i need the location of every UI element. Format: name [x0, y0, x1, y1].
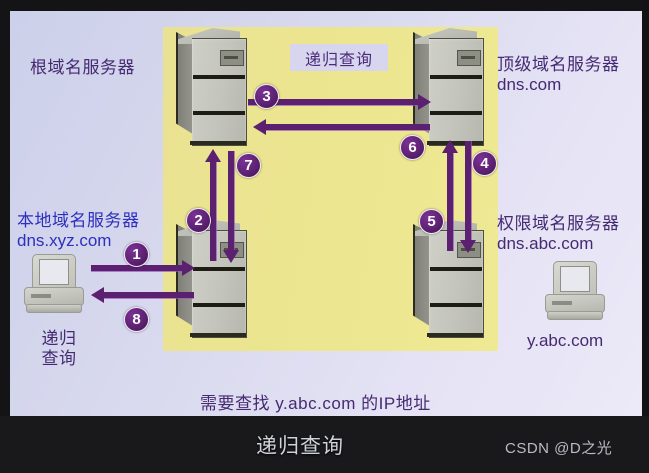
client-host-label-line2: 查询 — [41, 348, 77, 368]
tld-server-name: 顶级域名服务器 — [497, 55, 620, 74]
authoritative-server-name: 权限域名服务器 — [497, 214, 620, 233]
server-side-face — [413, 224, 433, 328]
computer-stand — [547, 311, 603, 320]
server-bay-divider — [193, 267, 245, 271]
target-host-domain: y.abc.com — [527, 331, 604, 350]
slide-canvas: 递归查询 — [10, 11, 642, 416]
authoritative-server-domain: dns.abc.com — [497, 233, 594, 253]
root-server-name: 根域名服务器 — [30, 58, 135, 77]
client-host-icon — [22, 254, 84, 316]
server-base-shadow — [190, 333, 246, 337]
server-bay-divider — [430, 75, 482, 79]
arrow-step-5-line — [447, 151, 453, 251]
server-bay-divider — [430, 267, 482, 271]
step-badge-8: 8 — [124, 307, 149, 332]
server-bay-divider — [193, 75, 245, 79]
arrow-step-6-line — [266, 124, 430, 130]
server-led-panel — [220, 50, 244, 66]
screen-frame-top — [0, 0, 649, 12]
step-badge-6: 6 — [400, 135, 425, 160]
client-host-label: 递归 查询 — [28, 329, 90, 368]
arrow-step-1-line — [91, 265, 183, 271]
recursive-query-badge: 递归查询 — [290, 44, 388, 71]
step-badge-4: 4 — [472, 151, 497, 176]
server-bay-divider — [193, 111, 245, 115]
server-bay-divider — [430, 303, 482, 307]
csdn-watermark: CSDN @D之光 — [505, 440, 613, 457]
server-base-shadow — [427, 333, 483, 337]
step-badge-7: 7 — [236, 153, 261, 178]
arrow-step-3-head — [418, 94, 431, 110]
tld-dns-server-icon — [413, 28, 485, 146]
server-side-face — [413, 32, 433, 136]
tld-server-domain: dns.com — [497, 74, 562, 94]
step-badge-2: 2 — [186, 208, 211, 233]
step-badge-5: 5 — [419, 209, 444, 234]
monitor-screen — [39, 259, 69, 285]
arrow-step-8-head — [91, 287, 104, 303]
server-bay-divider — [430, 111, 482, 115]
root-dns-server-icon — [176, 28, 248, 146]
arrow-step-4-head — [460, 240, 476, 253]
tld-server-label: 顶级域名服务器 dns.com — [497, 55, 620, 94]
drive-slot — [552, 301, 572, 305]
screen-frame-right — [642, 0, 649, 473]
query-goal-note: 需要查找 y.abc.com 的IP地址 — [200, 394, 431, 413]
arrow-step-1-head — [182, 260, 195, 276]
authoritative-server-label: 权限域名服务器 dns.abc.com — [497, 214, 620, 253]
server-base-shadow — [190, 141, 246, 145]
local-dns-server-icon — [176, 220, 248, 338]
arrow-step-8-line — [104, 292, 194, 298]
arrow-step-3-line — [248, 99, 420, 105]
caption-bar — [0, 416, 649, 473]
arrow-step-6-head — [253, 119, 266, 135]
arrow-step-7-head — [223, 250, 239, 263]
local-server-label: 本地域名服务器 dns.xyz.com — [17, 211, 140, 250]
monitor-screen — [560, 266, 590, 292]
target-host-icon — [543, 261, 605, 323]
local-server-domain: dns.xyz.com — [17, 230, 112, 250]
caption-title: 递归查询 — [256, 435, 344, 458]
arrow-step-7-line — [228, 151, 234, 251]
step-badge-1: 1 — [124, 242, 149, 267]
arrow-step-2-line — [210, 161, 216, 261]
step-badge-3: 3 — [254, 84, 279, 109]
root-server-label: 根域名服务器 — [30, 58, 135, 78]
screen-frame-left — [0, 0, 10, 473]
computer-stand — [26, 304, 82, 313]
drive-slot — [31, 294, 51, 298]
server-led-panel — [457, 50, 481, 66]
client-host-label-line1: 递归 — [41, 329, 77, 348]
local-server-name: 本地域名服务器 — [17, 211, 140, 230]
server-side-face — [176, 32, 196, 136]
target-host-label: y.abc.com — [527, 331, 603, 351]
server-side-face — [176, 224, 196, 328]
arrow-step-2-head — [205, 149, 221, 162]
arrow-step-5-head — [442, 140, 458, 153]
arrow-step-4-line — [465, 141, 471, 241]
server-bay-divider — [193, 303, 245, 307]
